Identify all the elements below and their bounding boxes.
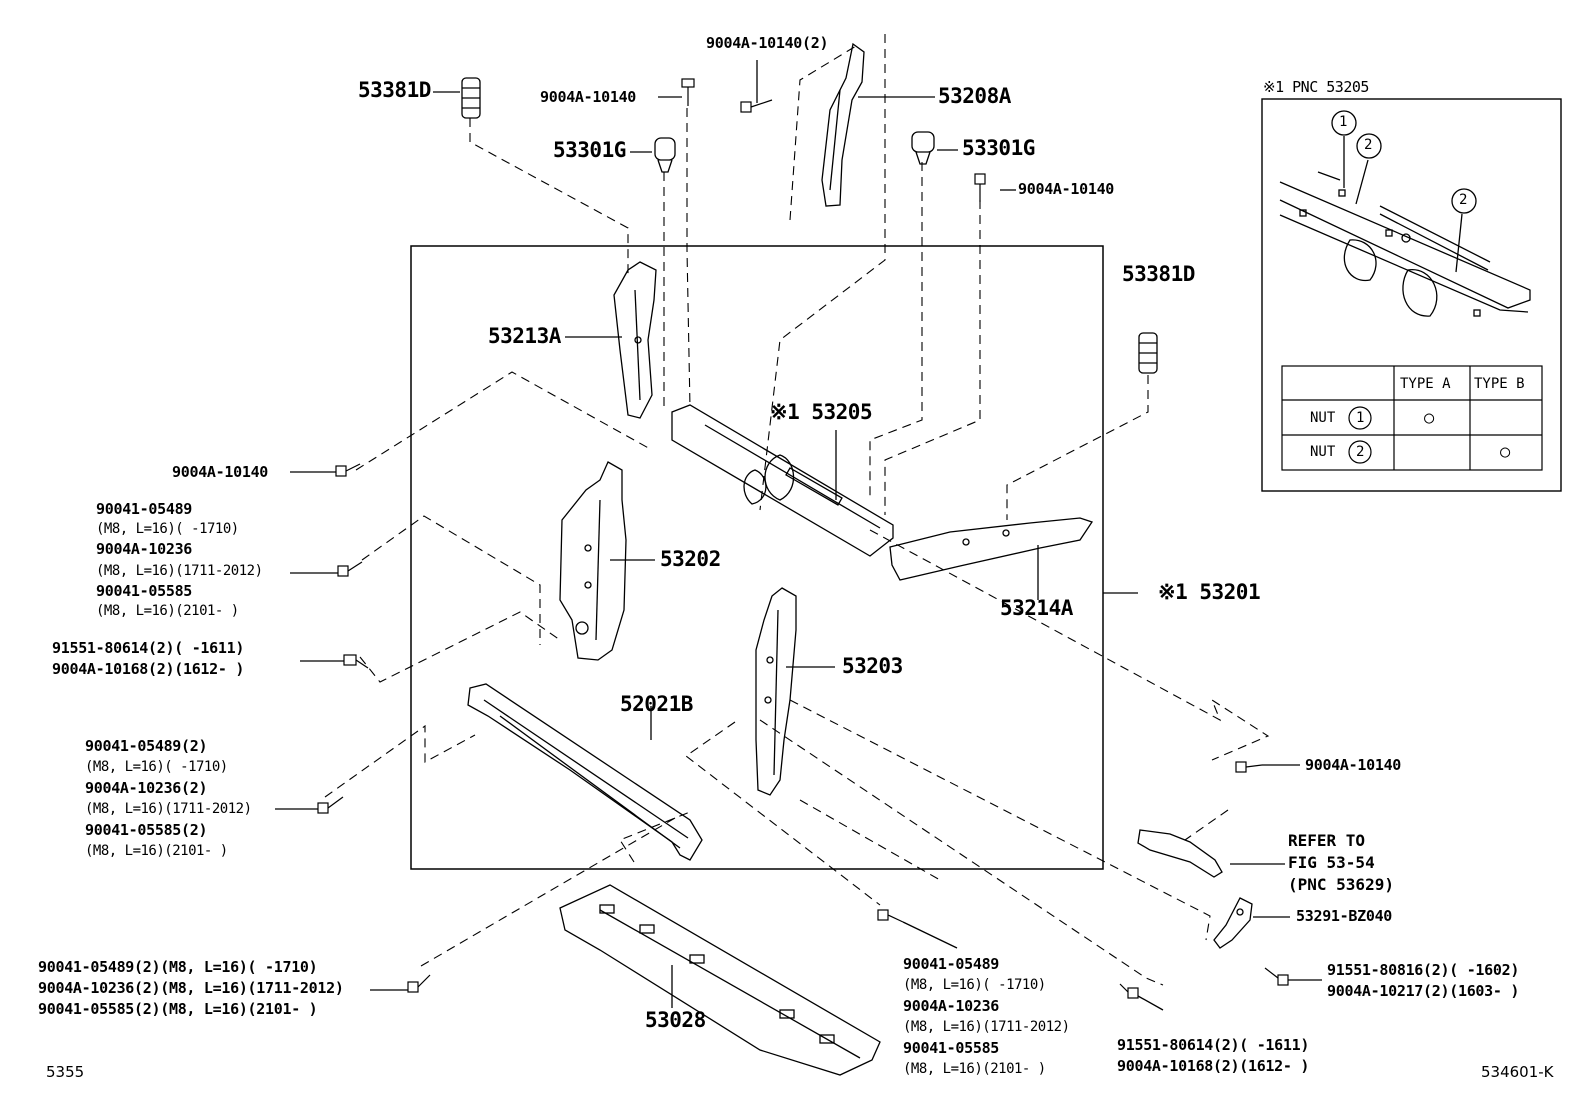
support-53202: [559, 461, 627, 661]
part-number: 90041-05585(2): [85, 821, 208, 839]
table-row-number: 2: [1356, 444, 1365, 460]
label-53203: 53203: [842, 654, 903, 678]
part-number: 90041-05585(2)(M8, L=16)(2101- ): [38, 1000, 318, 1018]
label-53208a: 53208A: [938, 84, 1011, 108]
cushion-53381d-a: [461, 77, 481, 119]
table-cell-type-a: ○: [1424, 408, 1435, 428]
label-53301g-b: 53301G: [962, 136, 1035, 160]
part-number: 90041-05585: [96, 582, 193, 600]
assembly-frame: [410, 245, 1104, 870]
support-53205: [671, 404, 894, 557]
part-number: 9004A-10236: [903, 997, 1000, 1015]
part-number: 91551-80614(2)( -1611): [52, 639, 245, 657]
callout-circle-1: [1331, 110, 1357, 136]
part-number: 9004A-10236: [96, 540, 193, 558]
label-9004a-10140-top: 9004A-10140: [540, 88, 637, 106]
insulator-53301g-a: [654, 137, 676, 173]
label-9004a-10140-lowright: 9004A-10140: [1305, 756, 1402, 774]
part-spec: (M8, L=16)(1711-2012): [85, 801, 252, 817]
part-spec: (M8, L=16)( -1710): [85, 759, 228, 775]
label-53201: ※1 53201: [1158, 580, 1261, 604]
part-number: 90041-05489: [903, 955, 1000, 973]
callout-circle-2a: [1356, 133, 1382, 159]
brace-53214a: [889, 517, 1094, 581]
label-53214a: 53214A: [1000, 596, 1073, 620]
part-spec: (M8, L=16)(1711-2012): [96, 563, 263, 579]
label-53381d-b: 53381D: [1122, 262, 1195, 286]
label-53205: ※1 53205: [770, 400, 873, 424]
part-number: 90041-05489: [96, 500, 193, 518]
refer-line: FIG 53-54: [1288, 853, 1375, 872]
solid-leaders: [275, 60, 1322, 1011]
part-spec: (M8, L=16)(1711-2012): [903, 1019, 1070, 1035]
part-spec: (M8, L=16)( -1710): [903, 977, 1046, 993]
inset-box: [1261, 98, 1562, 492]
bracket-53208a: [821, 42, 865, 207]
refer-line: (PNC 53629): [1288, 875, 1394, 894]
label-52021b: 52021B: [620, 692, 693, 716]
part-number: 90041-05489(2): [85, 737, 208, 755]
label-53301g-a: 53301G: [553, 138, 626, 162]
table-cell-type-b: ○: [1500, 442, 1511, 462]
table-row-number: 1: [1356, 410, 1365, 426]
label-53381d-a: 53381D: [358, 78, 431, 102]
reinforcement-52021b: [467, 683, 703, 861]
inset-title: ※1 PNC 53205: [1263, 78, 1369, 96]
refer-line: REFER TO: [1288, 831, 1366, 850]
part-number: 9004A-10217(2)(1603- ): [1327, 982, 1520, 1000]
part-number: 91551-80614(2)( -1611): [1117, 1036, 1310, 1054]
callout-circle-2b: [1451, 188, 1477, 214]
panel-53028: [559, 884, 881, 1076]
table-header-type-a: TYPE A: [1400, 376, 1451, 392]
dashed-leaders: [324, 34, 1270, 986]
part-spec: (M8, L=16)(2101- ): [85, 843, 228, 859]
part-spec: (M8, L=16)(2101- ): [96, 603, 239, 619]
bracket-53629: [1137, 829, 1223, 878]
label-53213a: 53213A: [488, 324, 561, 348]
label-53028: 53028: [645, 1008, 706, 1032]
part-number: 90041-05489(2)(M8, L=16)( -1710): [38, 958, 318, 976]
insulator-53301g-b: [911, 131, 935, 165]
table-header-type-b: TYPE B: [1474, 376, 1525, 392]
label-9004a-10140-right: 9004A-10140: [1018, 180, 1115, 198]
part-number: 91551-80816(2)( -1602): [1327, 961, 1520, 979]
footer-right-code: 534601-K: [1481, 1063, 1554, 1081]
label-9004a-10140-left: 9004A-10140: [172, 463, 269, 481]
label-53291-bz040: 53291-BZ040: [1296, 907, 1393, 925]
label-53202: 53202: [660, 547, 721, 571]
part-number: 9004A-10168(2)(1612- ): [1117, 1057, 1310, 1075]
table-row-label: NUT: [1310, 444, 1336, 460]
label-9004a-10140-2-top: 9004A-10140(2): [706, 34, 829, 52]
part-spec: (M8, L=16)( -1710): [96, 521, 239, 537]
part-number: 90041-05585: [903, 1039, 1000, 1057]
footer-left-code: 5355: [46, 1063, 85, 1081]
part-spec: (M8, L=16)(2101- ): [903, 1061, 1046, 1077]
support-53203: [755, 587, 797, 796]
cushion-53381d-b: [1138, 332, 1158, 374]
table-row-label: NUT: [1310, 410, 1336, 426]
inset-detail-drawing: [1279, 110, 1531, 317]
part-number: 9004A-10168(2)(1612- ): [52, 660, 245, 678]
bolts: [317, 78, 1289, 999]
bracket-53291: [1213, 897, 1253, 949]
inset-callout-2b: 2: [1459, 192, 1468, 208]
inset-callout-2: 2: [1364, 137, 1373, 153]
inset-callout-1: 1: [1339, 114, 1348, 130]
brace-53213a: [613, 261, 657, 419]
inset-table-grid: [1281, 365, 1543, 471]
part-number: 9004A-10236(2): [85, 779, 208, 797]
part-number: 9004A-10236(2)(M8, L=16)(1711-2012): [38, 979, 344, 997]
